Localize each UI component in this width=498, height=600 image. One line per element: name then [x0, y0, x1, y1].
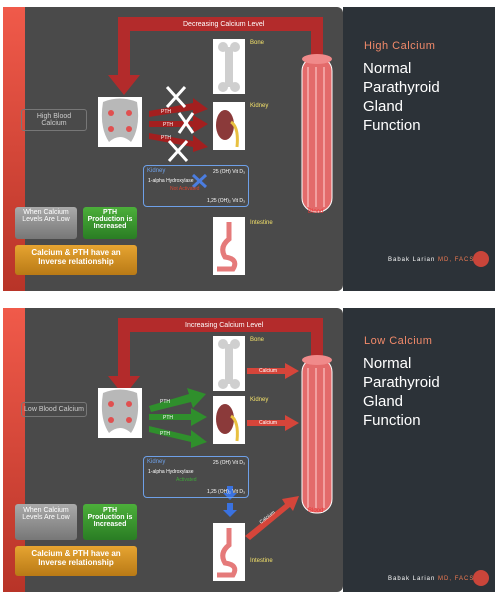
slide-subtitle: High Calcium	[364, 40, 436, 52]
blood-level-label: Low Blood Calcium	[21, 402, 87, 417]
kidney-box-enzyme: 1-alpha Hydroxylase	[148, 178, 194, 184]
heading-line-4: Function	[363, 412, 421, 429]
pth-arrow-label-2: PTH	[163, 415, 173, 421]
pth-arrows	[149, 388, 207, 448]
down-arrow-1	[223, 486, 237, 500]
pth-arrow-label-1: PTH	[161, 109, 171, 115]
diagram-panel	[3, 308, 343, 592]
calcium-arrow-label-2: Calcium	[259, 420, 277, 426]
blood-level-label: High Blood Calcium	[21, 109, 87, 131]
diagram-graphics: PTH PTH PTH Calcium Calcium Calcium	[98, 318, 333, 581]
author-name: Babak Larian	[388, 576, 436, 582]
logo-icon	[473, 251, 489, 267]
banner-left-stem	[118, 17, 130, 77]
banner-arrow-head	[108, 75, 140, 95]
kidney-box-title: Kidney	[147, 459, 166, 465]
heading-line-1: Normal	[363, 60, 412, 77]
intestine-label: Intestine	[250, 220, 273, 226]
banner-bar	[118, 17, 323, 31]
kidney-box-top-right: 25 (OH) Vit D₃	[213, 169, 245, 175]
title-panel	[343, 7, 495, 291]
heading-line-2: Parathyroid	[363, 374, 440, 391]
banner-right-stem	[311, 17, 323, 62]
calcium-arrow-label-1: Calcium	[259, 368, 277, 374]
banner-label: Decreasing Calcium Level	[183, 21, 265, 28]
pth-arrow-label-1: PTH	[160, 399, 170, 405]
banner-bar	[118, 318, 323, 332]
blood-label: Blood	[308, 209, 324, 215]
bone-label: Bone	[250, 337, 265, 343]
when-box: When Calcium Levels Are Low	[15, 504, 77, 540]
relation-box: Calcium & PTH have an Inverse relationsh…	[15, 245, 137, 275]
blood-label: Blood	[308, 508, 324, 514]
slide-low-calcium: PTH PTH PTH Calcium Calcium Calcium Incr…	[3, 308, 495, 592]
pth-arrows	[149, 98, 208, 152]
kidney-box-bottom-right: 1,25 (OH)₂ Vit D₃	[206, 489, 245, 495]
pth-arrow-label-2: PTH	[163, 122, 173, 128]
logo-icon	[473, 570, 489, 586]
slide-subtitle: Low Calcium	[364, 335, 433, 347]
heading-line-1: Normal	[363, 355, 412, 372]
author-suffix: MD, FACS	[438, 257, 475, 263]
banner-right-stem	[311, 318, 323, 363]
heading-line-4: Function	[363, 117, 421, 134]
bone-label: Bone	[250, 40, 265, 46]
relation-box: Calcium & PTH have an Inverse relationsh…	[15, 546, 137, 576]
kidney-process-box: Kidney 25 (OH) Vit D₃ 1-alpha Hydroxylas…	[143, 456, 249, 498]
diagram-graphics: PTH PTH PTH	[98, 17, 333, 275]
pth-box: PTH Production is Increased	[83, 207, 137, 239]
heading-line-2: Parathyroid	[363, 79, 440, 96]
kidney-box-status: Not Activated	[170, 186, 200, 192]
banner-arrow-head	[108, 376, 140, 396]
kidney-box-title: Kidney	[147, 168, 166, 174]
down-arrow-2	[223, 503, 237, 517]
block-marks	[165, 85, 208, 189]
kidney-label: Kidney	[250, 397, 269, 403]
pth-arrow-label-3: PTH	[160, 431, 170, 437]
kidney-box-top-right: 25 (OH) Vit D₃	[213, 460, 245, 466]
author: Babak Larian MD, FACS	[388, 257, 474, 263]
kidney-box-enzyme: 1-alpha Hydroxylase	[148, 469, 194, 475]
kidney-process-box: Kidney 25 (OH) Vit D₃ 1-alpha Hydroxylas…	[143, 165, 249, 207]
calcium-arrows	[245, 363, 299, 540]
banner-label: Increasing Calcium Level	[185, 322, 264, 329]
banner-left-stem	[118, 318, 130, 378]
pth-box: PTH Production is Increased	[83, 504, 137, 540]
kidney-box-status: Activated	[176, 477, 197, 483]
author: Babak Larian MD, FACS	[388, 576, 474, 582]
kidney-box-bottom-right: 1,25 (OH)₂ Vit D₃	[206, 198, 245, 204]
pth-arrow-label-3: PTH	[161, 135, 171, 141]
title-panel	[343, 308, 495, 592]
kidney-label: Kidney	[250, 103, 269, 109]
heading-line-3: Gland	[363, 393, 404, 410]
heading-line-3: Gland	[363, 98, 404, 115]
intestine-label: Intestine	[250, 558, 273, 564]
slide-high-calcium: PTH PTH PTH Decreasing Calcium Level Hig…	[3, 7, 495, 291]
author-suffix: MD, FACS	[438, 576, 475, 582]
author-name: Babak Larian	[388, 257, 436, 263]
when-box: When Calcium Levels Are Low	[15, 207, 77, 239]
